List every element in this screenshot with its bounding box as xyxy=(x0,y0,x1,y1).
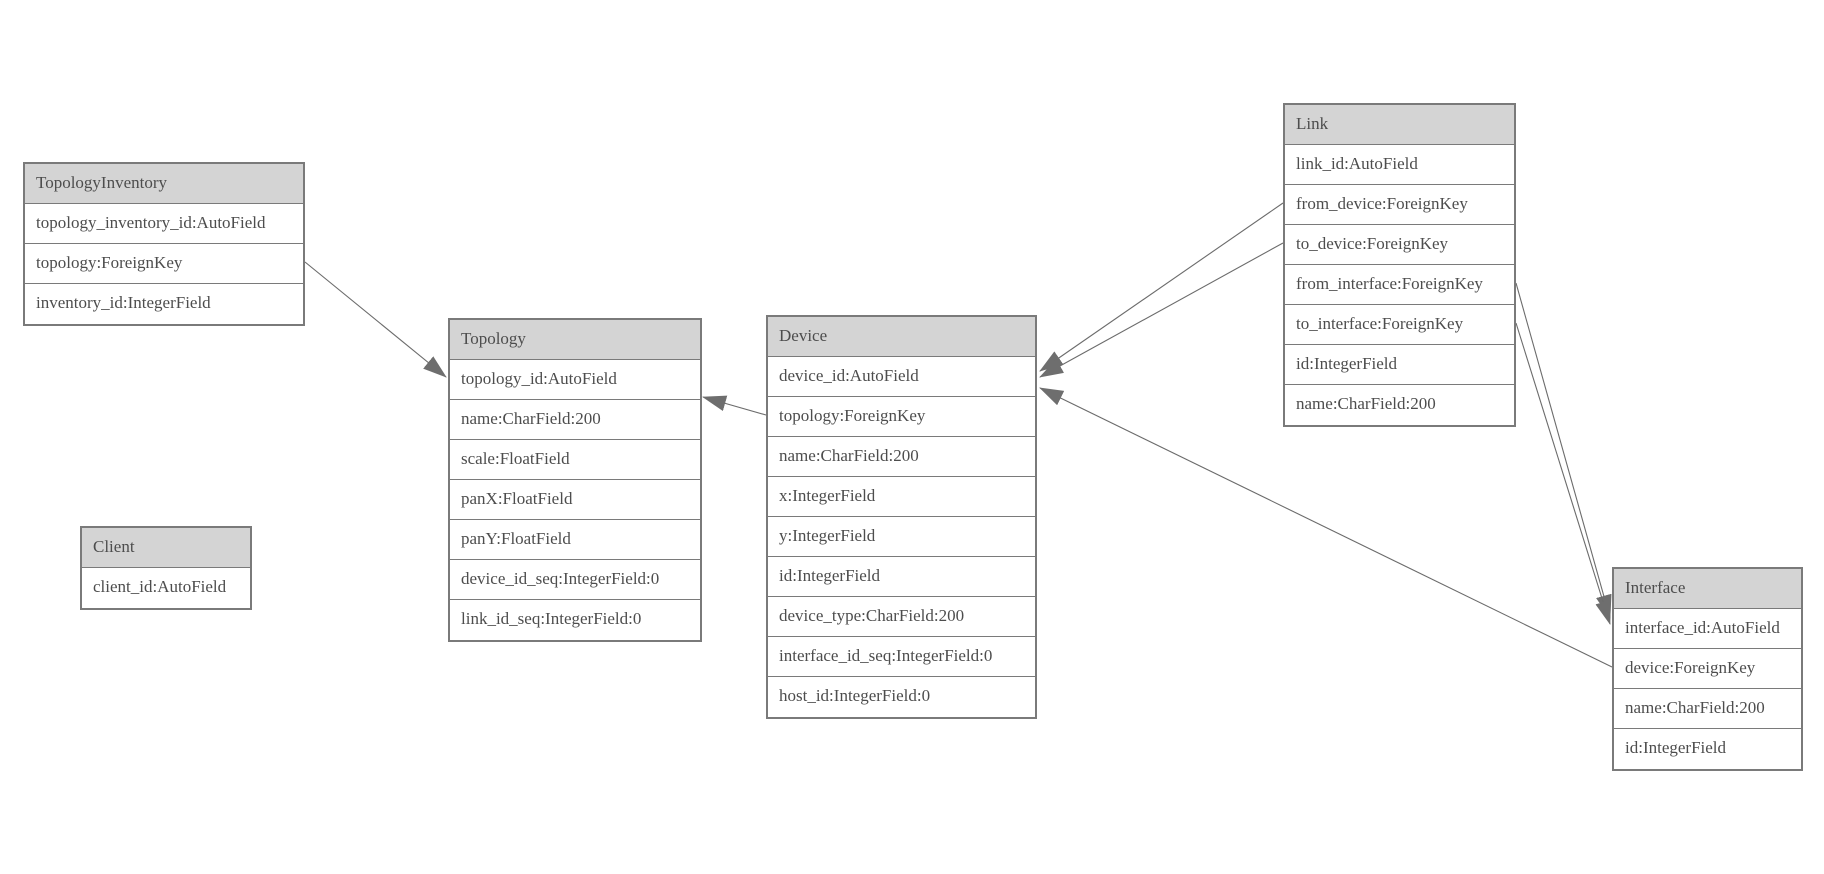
entity-title-topology: Topology xyxy=(450,320,700,360)
field-device-topology: topology:ForeignKey xyxy=(768,397,1035,437)
field-device-host-id: host_id:IntegerField:0 xyxy=(768,677,1035,717)
field-link-name: name:CharField:200 xyxy=(1285,385,1514,425)
field-link-to-device: to_device:ForeignKey xyxy=(1285,225,1514,265)
field-topologyinventory-inventory-id: inventory_id:IntegerField xyxy=(25,284,303,324)
edge-link-to-interface-to-interface-interface-id xyxy=(1515,322,1611,625)
edge-topologyinventory-topology-to-topology-topology-id xyxy=(304,261,447,378)
field-topology-topology-id: topology_id:AutoField xyxy=(450,360,700,400)
entity-title-device: Device xyxy=(768,317,1035,357)
field-interface-device: device:ForeignKey xyxy=(1614,649,1801,689)
field-device-device-id: device_id:AutoField xyxy=(768,357,1035,397)
field-device-device-type: device_type:CharField:200 xyxy=(768,597,1035,637)
entity-title-link: Link xyxy=(1285,105,1514,145)
field-topology-name: name:CharField:200 xyxy=(450,400,700,440)
field-topology-scale: scale:FloatField xyxy=(450,440,700,480)
field-interface-interface-id: interface_id:AutoField xyxy=(1614,609,1801,649)
entity-title-topologyinventory: TopologyInventory xyxy=(25,164,303,204)
edge-link-from-interface-to-interface-interface-id xyxy=(1515,282,1612,619)
edge-device-topology-to-topology-topology-id xyxy=(702,395,767,416)
field-link-from-device: from_device:ForeignKey xyxy=(1285,185,1514,225)
entity-title-client: Client xyxy=(82,528,250,568)
field-topology-link-id-seq: link_id_seq:IntegerField:0 xyxy=(450,600,700,640)
edge-interface-device-to-device-device-id xyxy=(1039,387,1613,668)
field-link-from-interface: from_interface:ForeignKey xyxy=(1285,265,1514,305)
field-device-x: x:IntegerField xyxy=(768,477,1035,517)
field-client-client-id: client_id:AutoField xyxy=(82,568,250,608)
field-device-interface-id-seq: interface_id_seq:IntegerField:0 xyxy=(768,637,1035,677)
field-topologyinventory-topology: topology:ForeignKey xyxy=(25,244,303,284)
edge-link-to-device-to-device-device-id xyxy=(1039,242,1284,378)
edge-link-from-device-to-device-device-id xyxy=(1039,202,1284,372)
field-topology-panx: panX:FloatField xyxy=(450,480,700,520)
field-device-y: y:IntegerField xyxy=(768,517,1035,557)
field-device-name: name:CharField:200 xyxy=(768,437,1035,477)
field-link-to-interface: to_interface:ForeignKey xyxy=(1285,305,1514,345)
field-topology-pany: panY:FloatField xyxy=(450,520,700,560)
field-topology-device-id-seq: device_id_seq:IntegerField:0 xyxy=(450,560,700,600)
field-topologyinventory-topology-inventory-id: topology_inventory_id:AutoField xyxy=(25,204,303,244)
field-link-link-id: link_id:AutoField xyxy=(1285,145,1514,185)
field-interface-id: id:IntegerField xyxy=(1614,729,1801,769)
field-link-id: id:IntegerField xyxy=(1285,345,1514,385)
field-interface-name: name:CharField:200 xyxy=(1614,689,1801,729)
field-device-id: id:IntegerField xyxy=(768,557,1035,597)
entity-title-interface: Interface xyxy=(1614,569,1801,609)
